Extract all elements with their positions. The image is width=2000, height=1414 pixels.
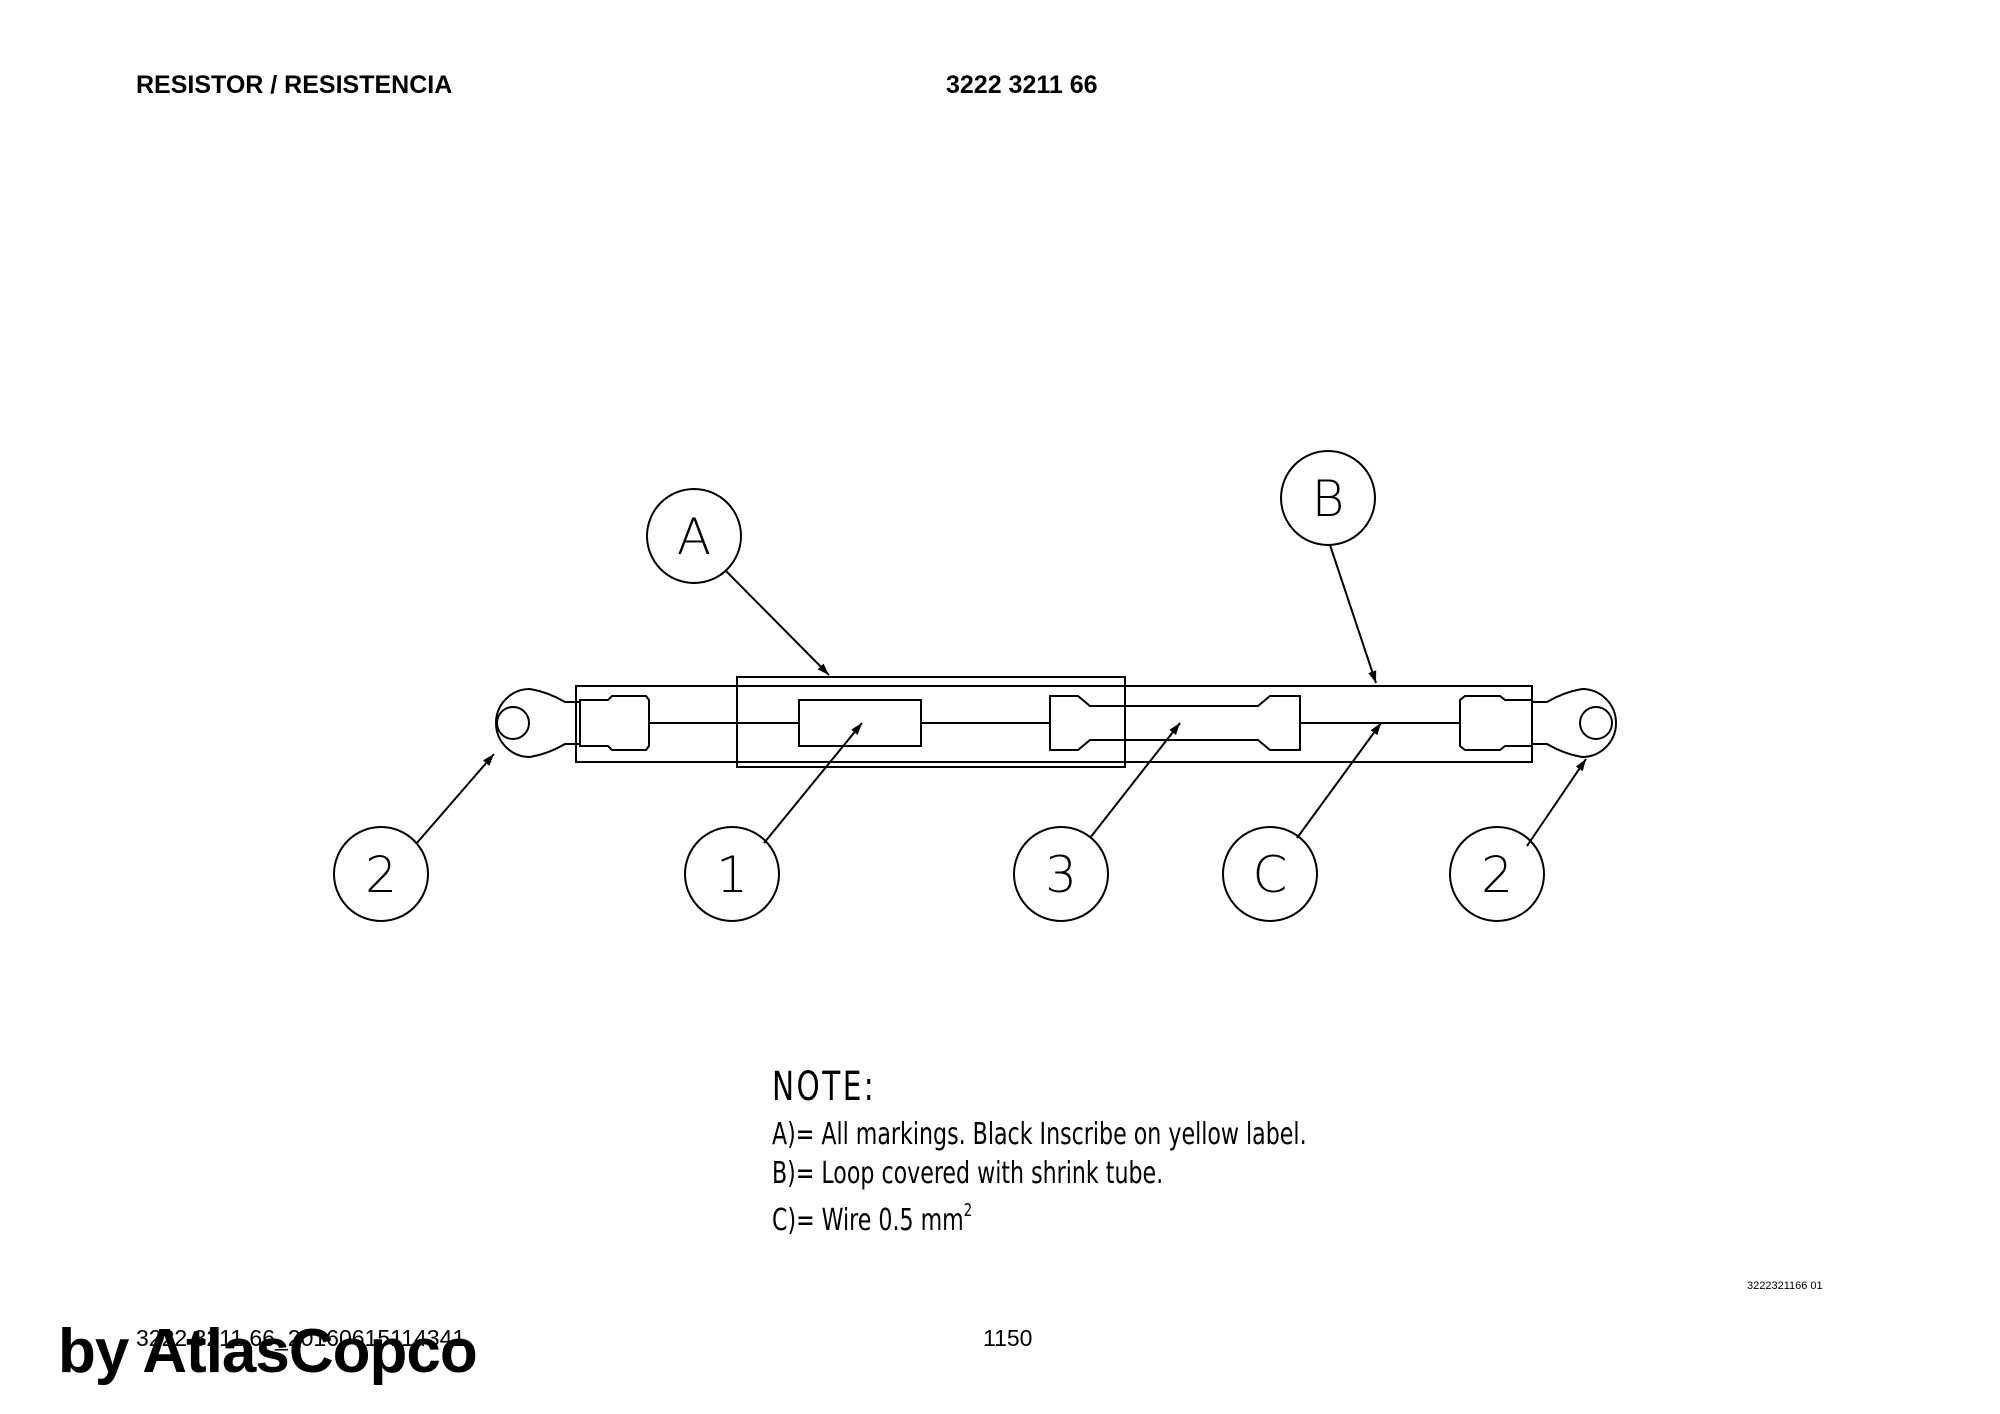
callout-label-a: A [677, 508, 711, 566]
leader-left-lug [415, 753, 495, 845]
left-lug-hole [496, 706, 530, 740]
callout-bubble-left-lug [333, 826, 429, 922]
watermark: by AtlasCopco [58, 1317, 478, 1386]
footer-filename: 3222 3211 66_20160615114341 [136, 1325, 466, 1351]
callout-bubble-b [1280, 450, 1376, 546]
leader-right-lug [1526, 758, 1587, 847]
callout-label-resistor: 1 [716, 846, 748, 904]
callout-label-wire: C [1253, 846, 1288, 904]
note-line-a: A)= All markings. Black Inscribe on yell… [772, 1117, 1307, 1152]
leader-splice [1089, 722, 1181, 839]
drawing-code: 3222321166 01 [1747, 1280, 1823, 1292]
footer-page-number: 1150 [983, 1325, 1033, 1351]
note-heading: NOTE: [772, 1064, 877, 1110]
part-number: 3222 3211 66 [946, 71, 1098, 99]
callout-label-right-lug: 2 [1481, 846, 1513, 904]
leader-a [725, 570, 830, 676]
right-crimp-terminal [1459, 695, 1533, 751]
butt-splice [1049, 695, 1301, 751]
note-line-c: C)= Wire 0.5 mm2 [772, 1200, 972, 1238]
note-line-c-text: C)= Wire 0.5 mm [772, 1203, 964, 1238]
left-crimp-terminal [579, 695, 650, 751]
callout-bubble-right-lug [1449, 826, 1545, 922]
callout-label-left-lug: 2 [365, 846, 397, 904]
right-lug-hole [1579, 706, 1613, 740]
leader-b [1329, 544, 1377, 684]
callout-label-splice: 3 [1045, 846, 1077, 904]
callout-label-b: B [1312, 470, 1345, 528]
callout-bubble-wire [1222, 826, 1318, 922]
callout-bubble-a [646, 488, 742, 584]
callout-bubble-resistor [684, 826, 780, 922]
page-title: RESISTOR / RESISTENCIA [136, 71, 453, 99]
note-line-b: B)= Loop covered with shrink tube. [772, 1156, 1164, 1191]
leader-resistor [763, 722, 863, 844]
right-ring-lug [1532, 687, 1617, 759]
leader-wire [1296, 722, 1382, 839]
resistor-body [798, 699, 922, 747]
left-ring-lug [495, 687, 580, 759]
callout-bubble-splice [1013, 826, 1109, 922]
note-line-c-superscript: 2 [963, 1200, 973, 1221]
